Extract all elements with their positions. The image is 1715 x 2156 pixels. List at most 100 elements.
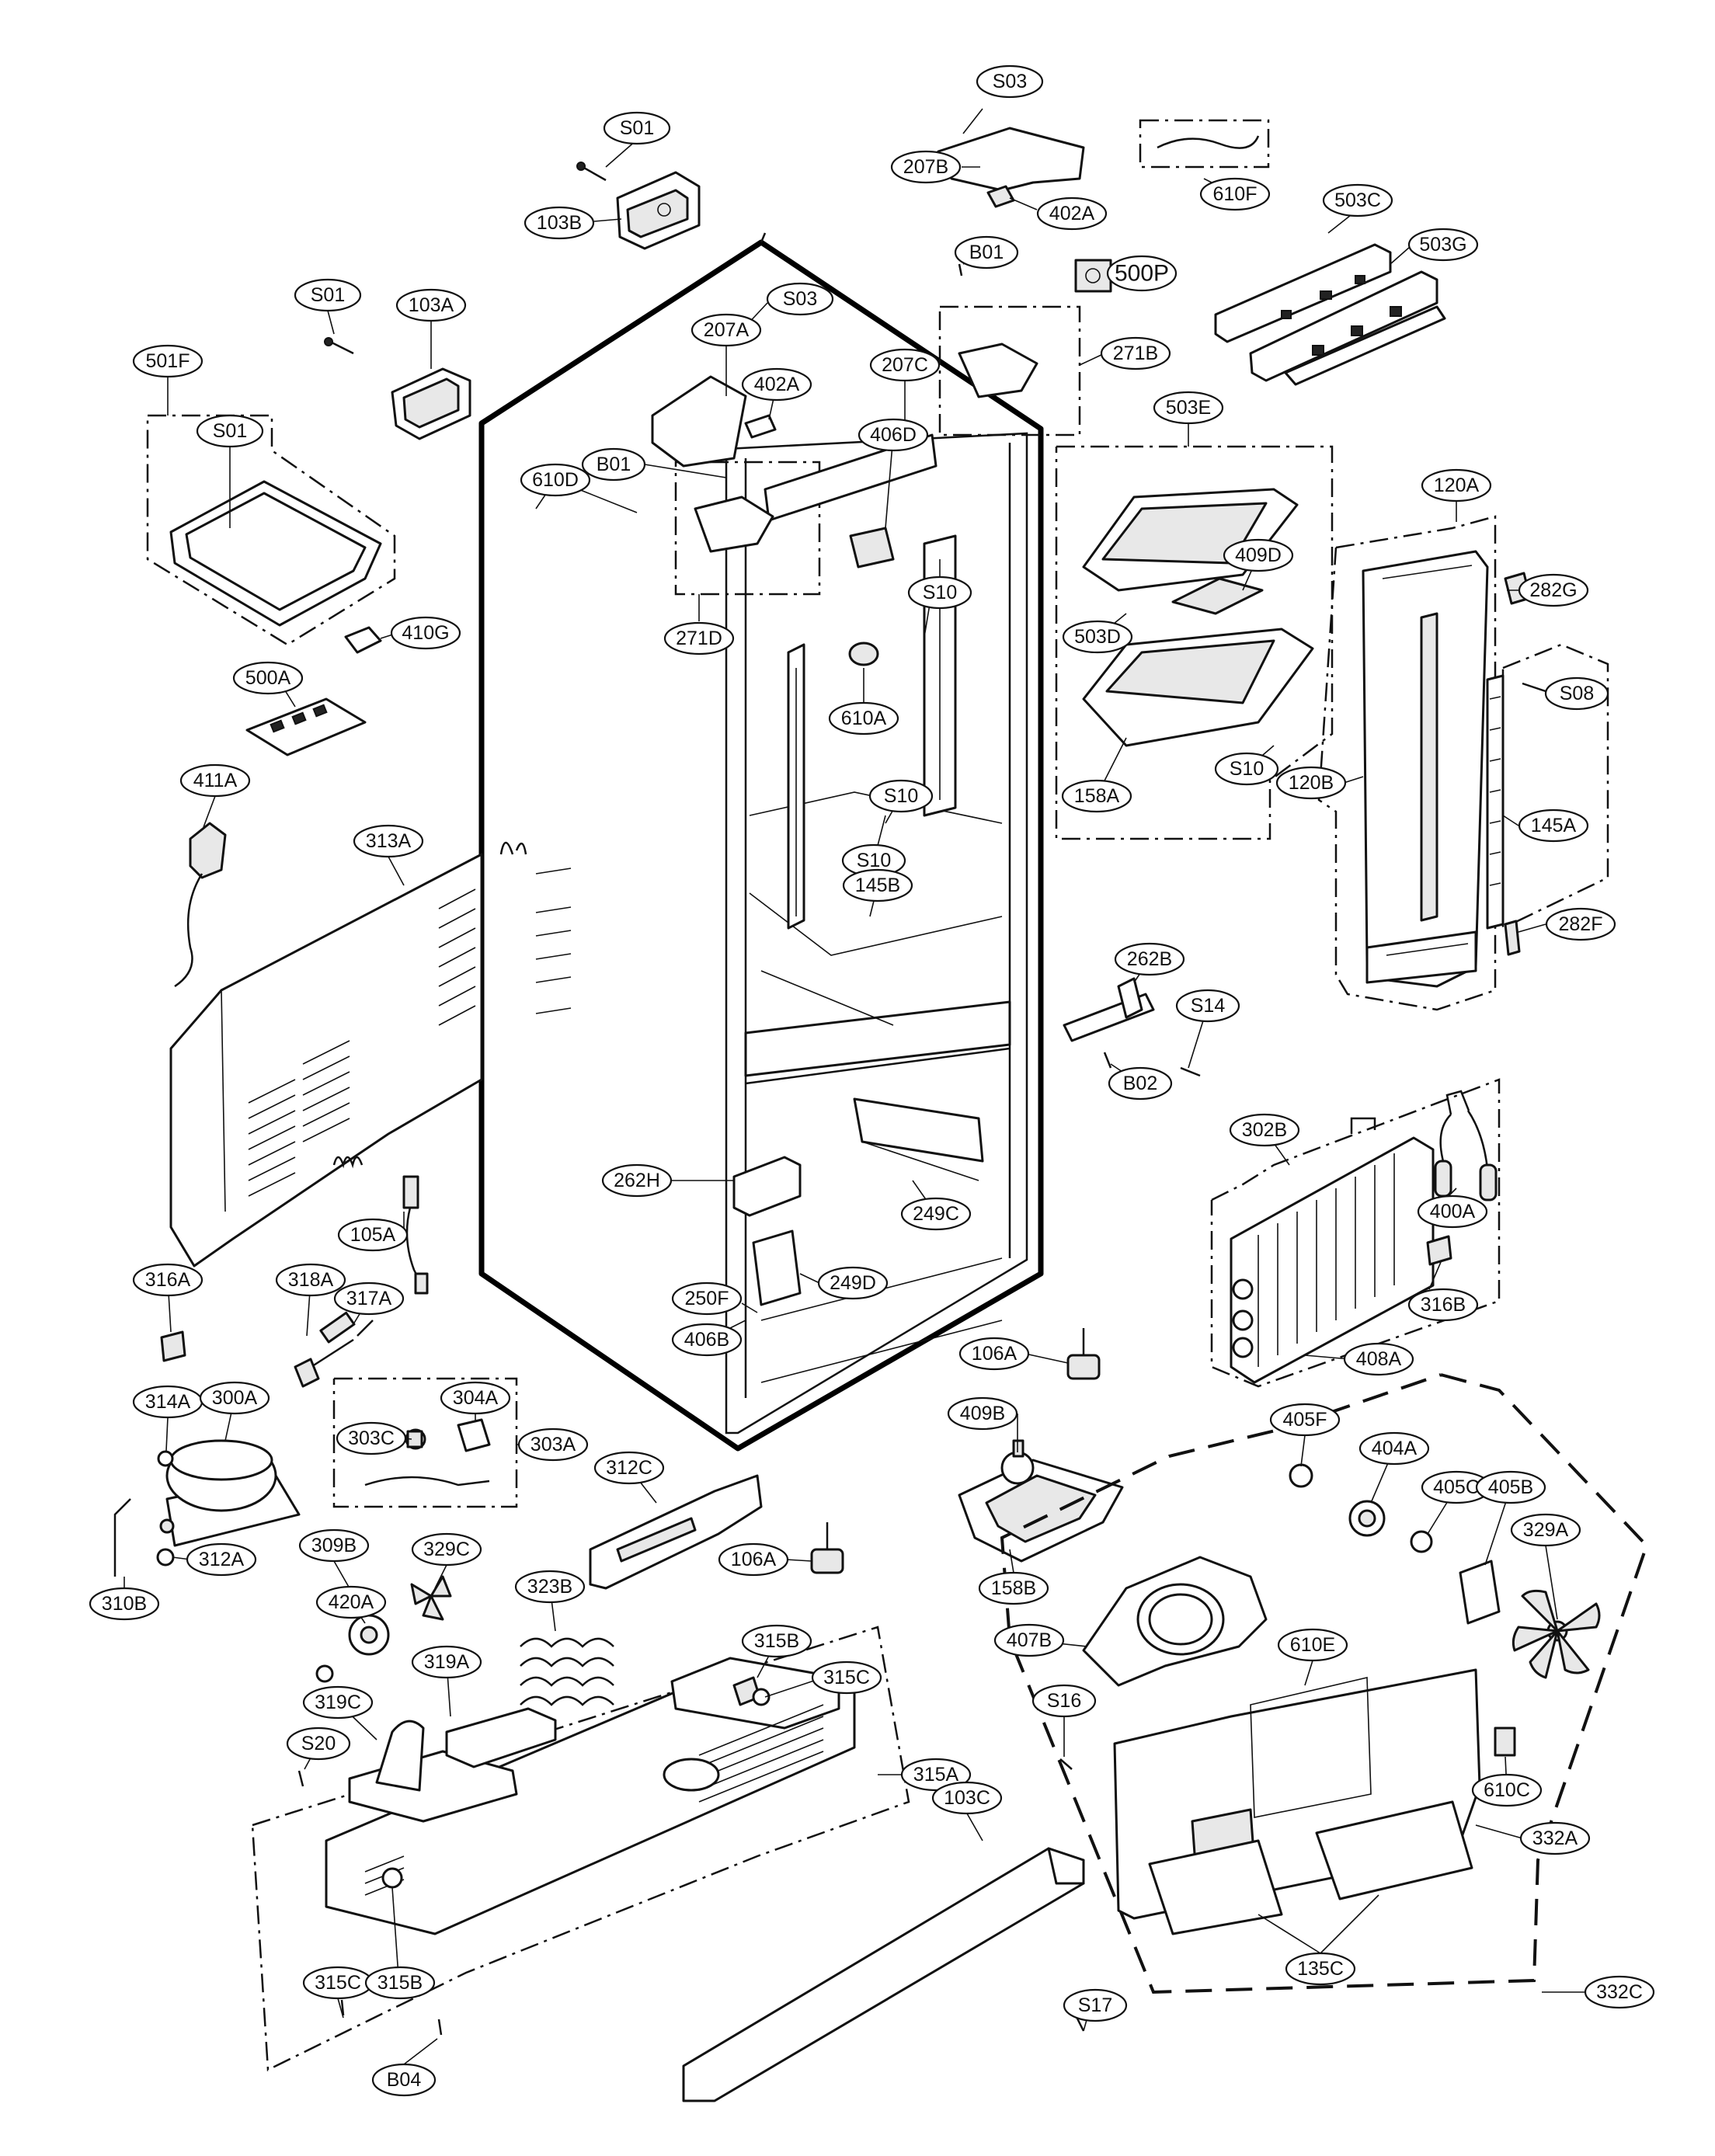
callout-207B: 207B (890, 150, 962, 184)
part-106A-foot (810, 1328, 1101, 1574)
callout-309B: 309B (298, 1528, 370, 1563)
svg-text:S03: S03 (783, 288, 817, 310)
svg-text:318A: 318A (288, 1269, 334, 1291)
callout-319C: 319C (302, 1685, 374, 1720)
callout-310B: 310B (89, 1587, 160, 1621)
svg-text:120B: 120B (1289, 772, 1334, 794)
svg-text:302B: 302B (1242, 1119, 1287, 1141)
callout-329C: 329C (411, 1532, 482, 1567)
svg-text:610E: 610E (1290, 1634, 1335, 1656)
svg-text:313A: 313A (366, 830, 412, 852)
part-303A (332, 1377, 518, 1508)
callout-402Ab: 402A (741, 367, 812, 402)
part-319A-pan (348, 1707, 557, 1823)
part-262H (732, 1156, 802, 1217)
callout-315Cb: 315C (302, 1966, 374, 2000)
callout-207C: 207C (869, 348, 941, 382)
callout-S14: S14 (1175, 989, 1240, 1023)
svg-text:S03: S03 (993, 71, 1027, 92)
callout-262B: 262B (1114, 942, 1185, 976)
callout-315C: 315C (811, 1660, 882, 1695)
callout-332C: 332C (1584, 1975, 1655, 2009)
callout-315Bb: 315B (364, 1966, 436, 2000)
callout-501F: 501F (132, 344, 204, 378)
callout-158B: 158B (978, 1571, 1049, 1605)
part-207B (937, 127, 1085, 192)
callout-S10: S10 (907, 576, 972, 610)
part-310B (113, 1498, 131, 1577)
svg-text:500P: 500P (1115, 261, 1169, 287)
svg-text:314A: 314A (145, 1391, 191, 1413)
callout-610F: 610F (1199, 177, 1271, 211)
svg-text:282G: 282G (1529, 579, 1577, 601)
svg-text:408A: 408A (1356, 1348, 1402, 1370)
part-332C-fan-assembly (1000, 1373, 1649, 1994)
callout-271B: 271B (1100, 336, 1171, 370)
svg-text:262B: 262B (1127, 948, 1172, 970)
callout-S01: S01 (603, 111, 671, 145)
svg-text:329C: 329C (423, 1539, 470, 1560)
callout-610D: 610D (520, 463, 591, 497)
svg-text:410G: 410G (402, 622, 449, 644)
callout-145A: 145A (1518, 808, 1589, 843)
callout-409D: 409D (1223, 538, 1294, 572)
callout-B01b: B01 (581, 447, 646, 482)
callout-503E: 503E (1153, 391, 1224, 425)
callout-500A: 500A (232, 661, 304, 695)
callout-402A: 402A (1036, 196, 1108, 231)
part-282F (1504, 920, 1521, 956)
callout-610E: 610E (1277, 1628, 1348, 1662)
svg-text:501F: 501F (146, 350, 190, 372)
callout-120A: 120A (1421, 468, 1492, 502)
svg-text:406D: 406D (870, 424, 917, 446)
svg-text:249C: 249C (913, 1203, 959, 1225)
part-103B (616, 171, 701, 250)
svg-text:315C: 315C (315, 1972, 361, 1994)
svg-text:S01: S01 (620, 117, 654, 139)
svg-text:610D: 610D (532, 469, 579, 491)
callout-503C: 503C (1322, 183, 1393, 217)
callout-158A: 158A (1061, 779, 1132, 813)
part-501F (146, 414, 396, 646)
part-313A-panel (169, 853, 483, 1268)
svg-text:145A: 145A (1531, 815, 1577, 836)
callout-317A: 317A (333, 1281, 405, 1316)
svg-text:158A: 158A (1074, 785, 1120, 807)
part-411A-plug (174, 822, 227, 988)
callout-S16: S16 (1031, 1684, 1097, 1718)
svg-text:207C: 207C (882, 354, 928, 376)
callout-249D: 249D (817, 1266, 889, 1300)
callout-411A: 411A (179, 763, 251, 798)
callout-410G: 410G (390, 616, 461, 650)
svg-text:315C: 315C (823, 1667, 870, 1688)
callout-B04: B04 (371, 2063, 437, 2097)
callout-303C: 303C (336, 1421, 407, 1455)
svg-text:329A: 329A (1523, 1519, 1569, 1541)
svg-text:S10: S10 (857, 850, 891, 871)
svg-text:S14: S14 (1191, 995, 1226, 1017)
callout-103A: 103A (395, 288, 467, 322)
callout-405B: 405B (1475, 1470, 1546, 1504)
svg-text:S10: S10 (923, 582, 957, 603)
callout-250F: 250F (671, 1281, 743, 1316)
svg-text:332A: 332A (1532, 1827, 1578, 1849)
callout-503D: 503D (1062, 620, 1133, 654)
part-145A (1486, 643, 1609, 930)
svg-text:249D: 249D (830, 1272, 876, 1294)
callout-312C: 312C (593, 1451, 665, 1485)
callout-103B: 103B (524, 206, 595, 240)
svg-text:262H: 262H (614, 1170, 660, 1191)
svg-text:S10: S10 (884, 785, 918, 807)
svg-text:S17: S17 (1078, 1994, 1112, 2016)
part-316B (1426, 1235, 1452, 1266)
svg-text:310B: 310B (102, 1593, 147, 1615)
callout-135C: 135C (1285, 1952, 1356, 1986)
part-249D (752, 1229, 802, 1306)
svg-text:317A: 317A (346, 1288, 392, 1309)
svg-text:409B: 409B (960, 1403, 1005, 1424)
svg-text:303A: 303A (531, 1434, 576, 1455)
part-103A (391, 367, 471, 440)
svg-text:316A: 316A (145, 1269, 191, 1291)
svg-text:S01: S01 (311, 284, 345, 306)
part-318A-317A (294, 1311, 374, 1388)
